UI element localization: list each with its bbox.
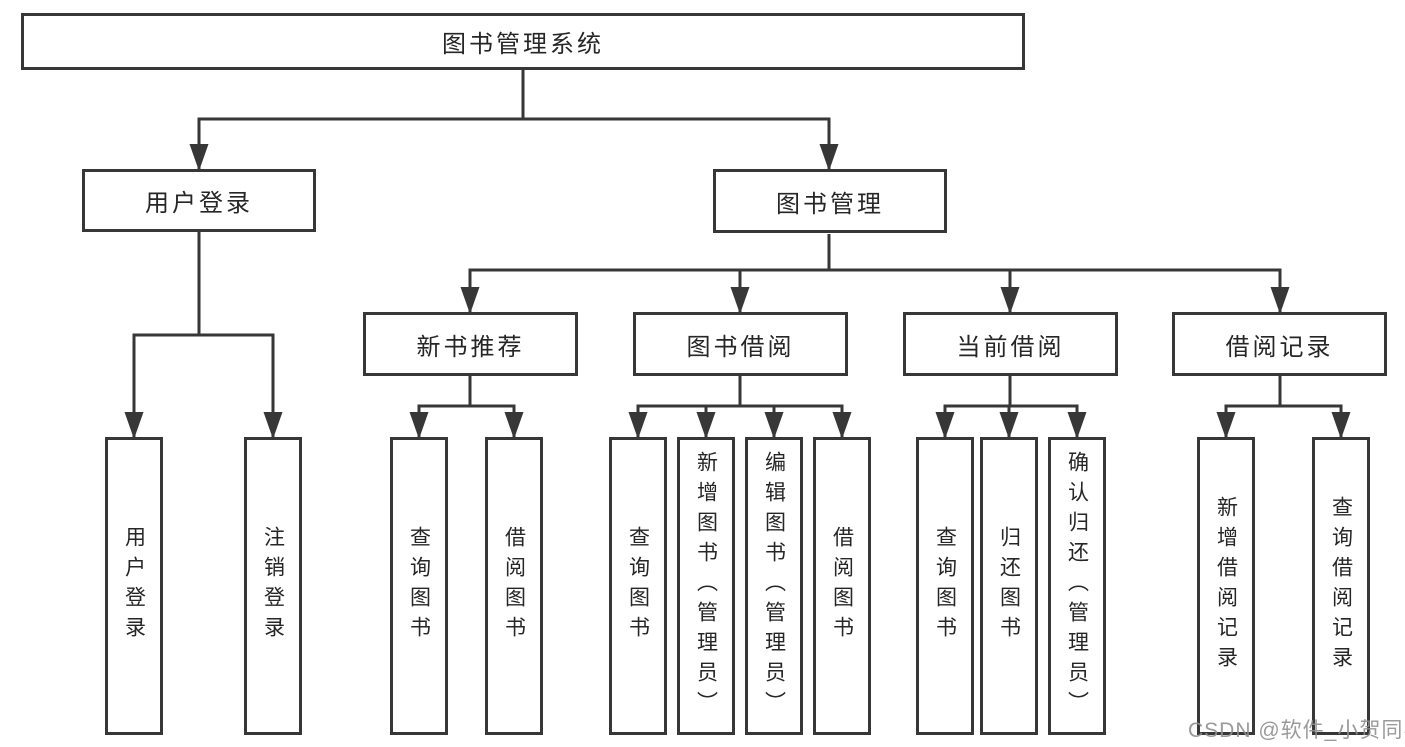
node-book-borrowing-label: 图书借阅	[686, 333, 795, 361]
node-current-borrowing-label: 当前借阅	[956, 333, 1065, 361]
leaf-edit-book-admin: 编辑图书（管理员）	[745, 437, 803, 735]
leaf-logout: 注销登录	[244, 437, 302, 735]
node-borrowing-records-label: 借阅记录	[1225, 333, 1334, 361]
node-new-book-recommend-label: 新书推荐	[416, 333, 525, 361]
connector-root-to-level2	[197, 70, 831, 169]
leaf-query-borrow-record-label: 查询借阅记录	[1329, 496, 1353, 676]
leaf-borrow-book-recommend: 借阅图书	[485, 437, 543, 735]
leaf-query-book-recommend-label: 查询图书	[407, 526, 431, 646]
leaf-confirm-return-admin: 确认归还（管理员）	[1048, 437, 1106, 735]
connector-new-book-subtree	[417, 375, 516, 437]
leaf-query-book-recommend: 查询图书	[390, 437, 448, 735]
connector-borrow-records-subtree	[1224, 375, 1343, 437]
node-current-borrowing: 当前借阅	[903, 312, 1118, 376]
leaf-add-borrow-record-label: 新增借阅记录	[1214, 496, 1238, 676]
connector-book-mgmt-to-level3	[468, 234, 1282, 312]
node-root-system-label: 图书管理系统	[442, 31, 604, 58]
leaf-query-book-current: 查询图书	[916, 437, 974, 735]
leaf-add-book-admin-label: 新增图书（管理员）	[694, 451, 718, 721]
leaf-logout-label: 注销登录	[261, 526, 285, 646]
csdn-watermark: CSDN @软件_小贺同学	[1188, 719, 1405, 742]
node-borrowing-records: 借阅记录	[1172, 312, 1387, 376]
node-new-book-recommend: 新书推荐	[363, 312, 578, 376]
leaf-confirm-return-admin-label: 确认归还（管理员）	[1065, 451, 1089, 721]
node-root-system: 图书管理系统	[21, 13, 1025, 70]
leaf-query-book-current-label: 查询图书	[933, 526, 957, 646]
leaf-query-book-borrow: 查询图书	[609, 437, 667, 735]
leaf-return-book-label: 归还图书	[997, 526, 1021, 646]
leaf-borrow-book-recommend-label: 借阅图书	[502, 526, 526, 646]
connector-user-login-subtree	[132, 231, 275, 437]
node-user-login-label: 用户登录	[145, 190, 253, 217]
leaf-return-book: 归还图书	[980, 437, 1038, 735]
leaf-add-book-admin: 新增图书（管理员）	[677, 437, 735, 735]
node-book-management: 图书管理	[713, 169, 947, 233]
leaf-borrow-book: 借阅图书	[813, 437, 871, 735]
leaf-query-book-borrow-label: 查询图书	[626, 526, 650, 646]
leaf-query-borrow-record: 查询借阅记录	[1312, 437, 1370, 735]
node-book-management-label: 图书管理	[776, 190, 884, 218]
leaf-add-borrow-record: 新增借阅记录	[1197, 437, 1255, 735]
node-user-login: 用户登录	[82, 169, 316, 232]
connector-book-borrow-subtree	[636, 375, 844, 437]
node-book-borrowing: 图书借阅	[633, 312, 848, 376]
leaf-user-login-label: 用户登录	[122, 526, 146, 646]
leaf-borrow-book-label: 借阅图书	[830, 526, 854, 646]
leaf-user-login: 用户登录	[105, 437, 163, 735]
leaf-edit-book-admin-label: 编辑图书（管理员）	[762, 451, 786, 721]
